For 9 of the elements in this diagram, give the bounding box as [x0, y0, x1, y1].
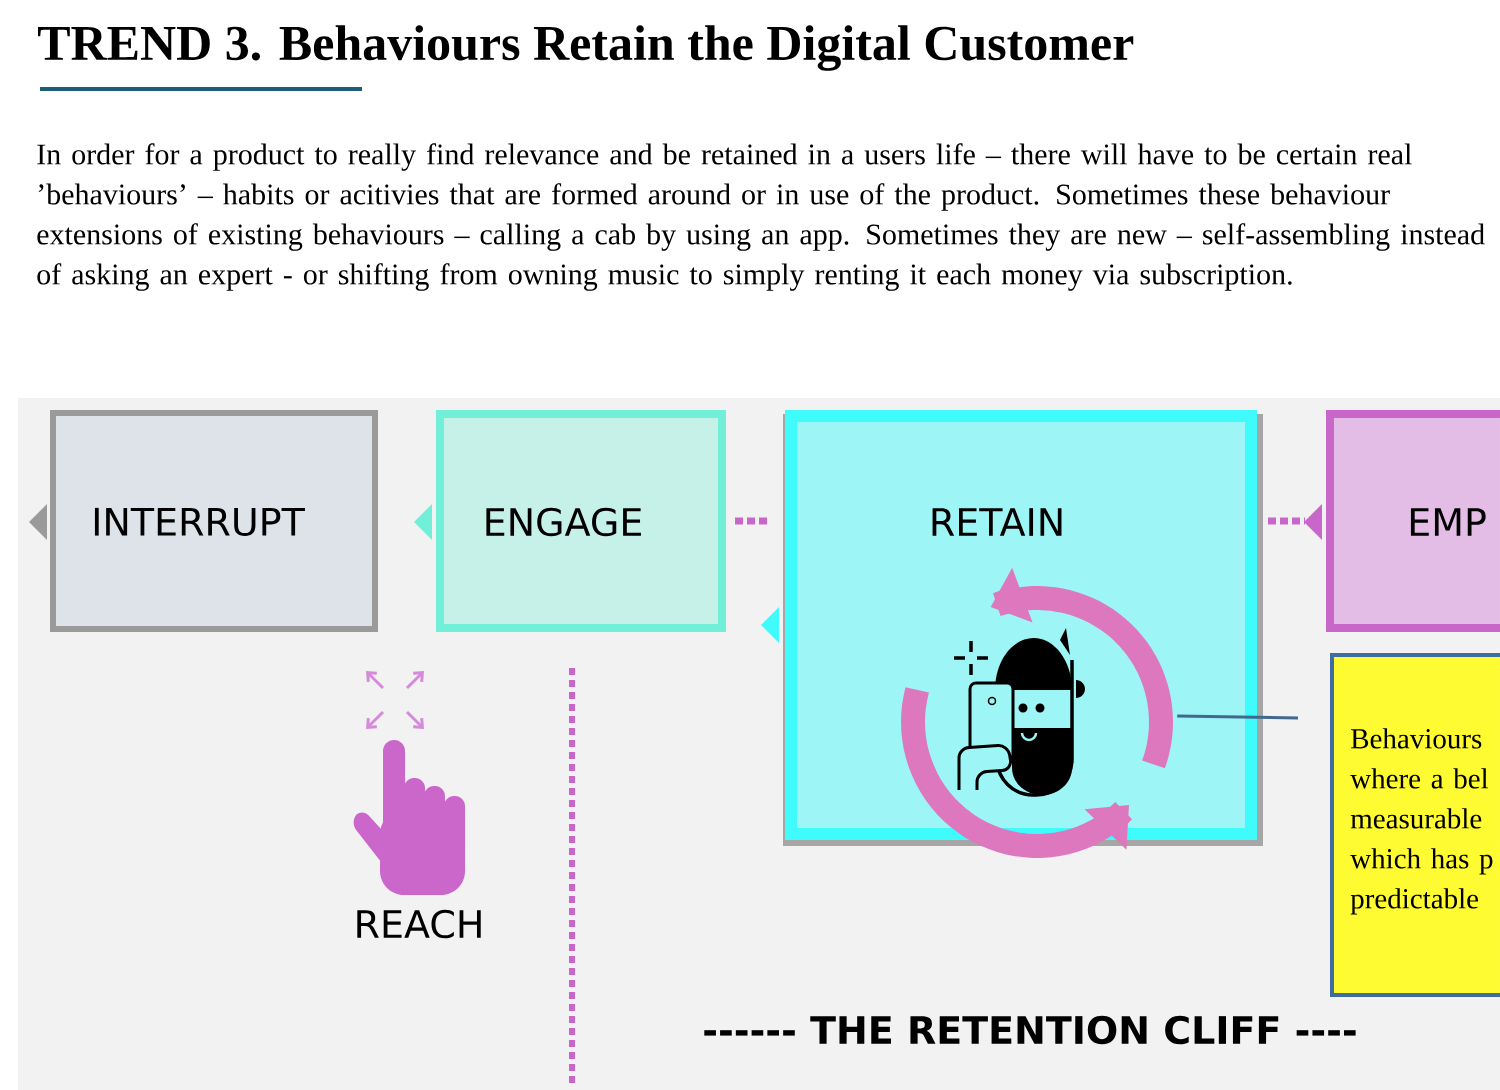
paragraph: In order for a product to really find relevance and be retained in a users life – there will have to be certain real ’behaviours’ – habits or acitivies that are formed around or in use of the product. Sometimes these behaviour extensions of existing behaviours – calling a cab by using an app. Sometimes they are new – self-assembling instead of asking an expert - or shifting from owning music to simply renting it each money via subscription. — [37, 143, 1485, 291]
icon-caption: REACH — [357, 909, 481, 939]
title: TREND 3. Behaviours Retain the Digital Customer — [38, 25, 1134, 71]
leader-line — [1177, 714, 1299, 720]
process-box: INTERRUPT — [29, 410, 378, 632]
process-box: ENGAGE — [414, 410, 726, 632]
note-box: Behaviours where a bel measurable which has p predictable — [1330, 653, 1500, 997]
process-box: EMP — [1304, 410, 1500, 632]
cliff-label: ------ THE RETENTION CLIFF ---- — [704, 1015, 1356, 1045]
